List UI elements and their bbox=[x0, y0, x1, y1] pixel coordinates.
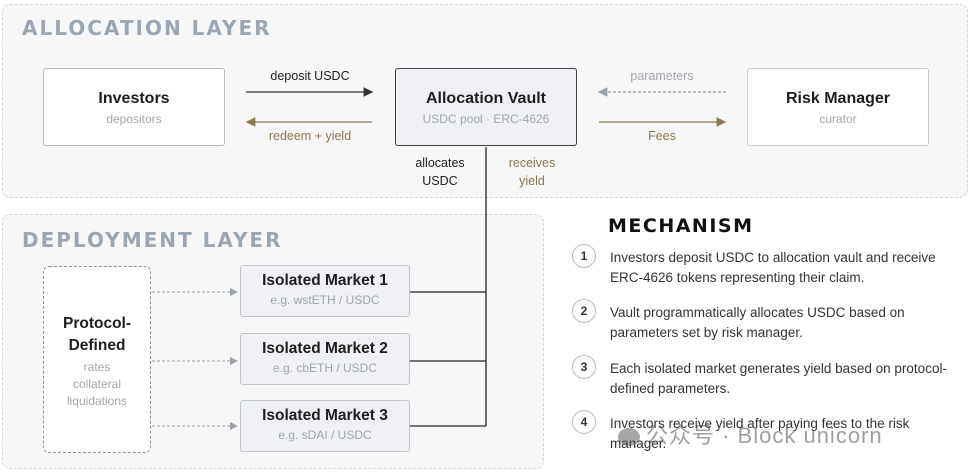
protocol-sub-collateral: collateral bbox=[72, 377, 122, 391]
isolated-market-2-node: Isolated Market 2 e.g. cbETH / USDC bbox=[240, 333, 410, 385]
risk-manager-title: Risk Manager bbox=[785, 90, 891, 107]
protocol-sub-rates: rates bbox=[83, 360, 111, 374]
allocates-label-line2: USDC bbox=[422, 174, 458, 188]
isolated-market-3-node: Isolated Market 3 e.g. sDAI / USDC bbox=[240, 400, 410, 452]
investors-node: Investors depositors bbox=[43, 68, 225, 146]
market-3-title: Isolated Market 3 bbox=[262, 407, 388, 424]
deposit-label: deposit USDC bbox=[270, 69, 350, 83]
vault-title: Allocation Vault bbox=[425, 90, 546, 107]
investors-title: Investors bbox=[98, 90, 170, 107]
protocol-defined-node: Protocol- Defined rates collateral liqui… bbox=[43, 266, 151, 453]
step-number: 2 bbox=[572, 299, 596, 323]
receives-label-line1: receives bbox=[508, 156, 556, 170]
allocates-label-line1: allocates bbox=[415, 156, 465, 170]
market-2-subtitle: e.g. cbETH / USDC bbox=[272, 361, 378, 375]
risk-manager-node: Risk Manager curator bbox=[747, 68, 929, 146]
step-number: 1 bbox=[572, 244, 596, 268]
wechat-icon bbox=[618, 428, 640, 447]
parameters-label: parameters bbox=[630, 69, 694, 83]
isolated-market-1-node: Isolated Market 1 e.g. wstETH / USDC bbox=[240, 265, 410, 317]
watermark: 公众号 · Block unicorn bbox=[618, 418, 883, 450]
receives-label: receives yield bbox=[492, 154, 572, 190]
step-number: 4 bbox=[572, 410, 596, 434]
receives-label-line2: yield bbox=[519, 174, 545, 188]
allocation-vault-node: Allocation Vault USDC pool · ERC-4626 bbox=[395, 68, 577, 146]
fees-label: Fees bbox=[648, 129, 676, 143]
market-1-title: Isolated Market 1 bbox=[262, 272, 388, 289]
market-2-title: Isolated Market 2 bbox=[262, 340, 388, 357]
step-text: Vault programmatically allocates USDC ba… bbox=[610, 305, 905, 340]
vault-to-markets-line bbox=[410, 147, 487, 427]
allocation-layer-title: ALLOCATION LAYER bbox=[22, 16, 272, 40]
market-1-subtitle: e.g. wstETH / USDC bbox=[270, 293, 380, 307]
step-text: Each isolated market generates yield bas… bbox=[610, 361, 947, 396]
deployment-layer-title: DEPLOYMENT LAYER bbox=[22, 228, 283, 252]
protocol-sub-liquidations: liquidations bbox=[66, 394, 128, 408]
step-text: Investors deposit USDC to allocation vau… bbox=[610, 250, 936, 285]
mechanism-title: MECHANISM bbox=[608, 215, 754, 237]
redeem-label: redeem + yield bbox=[268, 129, 352, 143]
vault-subtitle: USDC pool · ERC-4626 bbox=[422, 112, 550, 126]
investors-subtitle: depositors bbox=[106, 112, 162, 126]
risk-manager-subtitle: curator bbox=[819, 112, 857, 126]
protocol-title-line1: Protocol- bbox=[62, 315, 132, 332]
step-number: 3 bbox=[572, 355, 596, 379]
allocates-label: allocates USDC bbox=[400, 154, 480, 190]
watermark-text: 公众号 · Block unicorn bbox=[646, 423, 883, 448]
market-3-subtitle: e.g. sDAI / USDC bbox=[278, 428, 372, 442]
protocol-title-line2: Defined bbox=[68, 337, 126, 354]
